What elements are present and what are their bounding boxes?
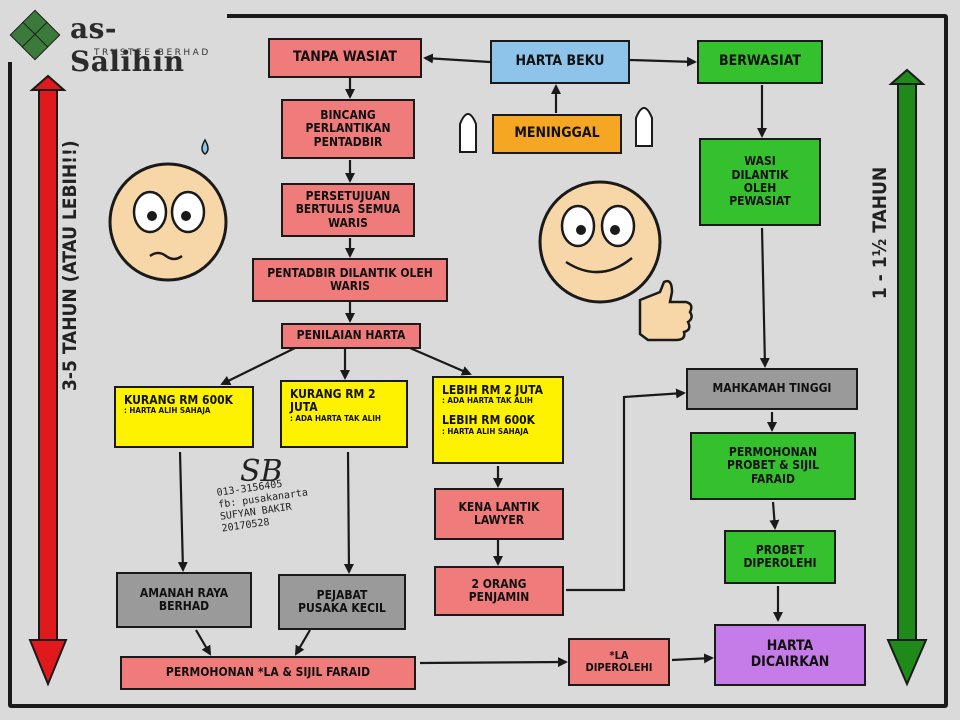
worried-face-icon [108, 138, 228, 282]
right-timeline-label: 1 - 1½ TAHUN [869, 166, 891, 300]
meninggal-box: MENINGGAL [492, 114, 622, 154]
left-timeline-label: 3-5 TAHUN (ATAU LEBIH!!) [59, 140, 81, 391]
arrow-penilaian-to-kat3 [409, 346, 472, 376]
tanpa-wasiat-box: TANPA WASIAT [268, 38, 422, 78]
probet-diperolehi-box: PROBET DIPEROLEHI [724, 530, 836, 584]
kategori-kurang-600k: KURANG RM 600K : HARTA ALIH SAHAJA [114, 386, 254, 448]
signature-mark: SB [240, 454, 283, 489]
arrow-beku-to-tanpa [423, 53, 491, 64]
diagram-frame [8, 14, 948, 708]
brand-name: as-Salihin [70, 12, 185, 78]
brand-subtitle: TRUSTEE BERHAD [94, 48, 211, 58]
left-timeline-arrow [28, 74, 68, 687]
berwasiat-box: BERWASIAT [697, 40, 823, 84]
arrow-permohonan-to-la [419, 657, 568, 668]
dua-orang-penjamin-box: 2 ORANG PENJAMIN [434, 566, 564, 616]
persetujuan-bertulis-box: PERSETUJUAN BERTULIS SEMUA WARIS [281, 183, 415, 237]
kategori-kurang-2juta-note: : ADA HARTA TAK ALIH [290, 413, 381, 423]
kategori-kurang-600k-note: : HARTA ALIH SAHAJA [124, 406, 211, 416]
amanah-raya-box: AMANAH RAYA BERHAD [116, 572, 252, 628]
arrow-penjamin-to-mahkamah [566, 388, 686, 592]
kategori-lebih-600k-title: LEBIH RM 600K [442, 413, 536, 428]
la-diperolehi-box: *LA DIPEROLEHI [568, 638, 670, 686]
wasi-dilantik-box: WASI DILANTIK OLEH PEWASIAT [699, 138, 821, 226]
right-timeline-arrow [886, 68, 928, 687]
happy-face-icon [538, 180, 662, 304]
arrow-amanah-to-permohonan [195, 629, 212, 656]
penilaian-harta-box: PENILAIAN HARTA [281, 323, 421, 349]
arrow-wasi-to-mahkamah [759, 227, 770, 368]
arrow-pusaka-to-permohonan [294, 629, 311, 656]
arrow-penilaian-to-kat1 [220, 347, 296, 385]
kategori-kurang-2juta: KURANG RM 2 JUTA : ADA HARTA TAK ALIH [280, 380, 408, 448]
arrow-permohonan-probet-to-probet [769, 501, 780, 530]
arrow-kat1-to-amanah [177, 451, 188, 572]
kategori-kurang-600k-title: KURANG RM 600K [124, 393, 233, 407]
pentadbir-dilantik-box: PENTADBIR DILANTIK OLEH WARIS [252, 258, 448, 302]
arrow-kat2-to-pusaka [343, 451, 354, 574]
gravestone-right-icon [635, 107, 653, 147]
mahkamah-tinggi-box: MAHKAMAH TINGGI [686, 368, 858, 410]
kategori-lebih-600k-note: : HARTA ALIH SAHAJA [442, 426, 529, 436]
brand-logo: as-Salihin TRUSTEE BERHAD [2, 6, 227, 78]
kategori-lebih-2juta-title: LEBIH RM 2 JUTA [442, 383, 543, 397]
permohonan-la-box: PERMOHONAN *LA & SIJIL FARAID [120, 656, 416, 690]
permohonan-probet-box: PERMOHONAN PROBET & SIJIL FARAID [690, 432, 856, 500]
brand-emblem-icon [9, 9, 61, 61]
kategori-lebih-2juta: LEBIH RM 2 JUTA : ADA HARTA TAK ALIH LEB… [432, 376, 564, 464]
arrow-la-to-dicairkan [671, 653, 714, 664]
bincang-perlantikan-box: BINCANG PERLANTIKAN PENTADBIR [281, 99, 415, 159]
harta-dicairkan-box: HARTA DICAIRKAN [714, 624, 866, 686]
harta-beku-box: HARTA BEKU [490, 40, 630, 84]
pejabat-pusaka-box: PEJABAT PUSAKA KECIL [278, 574, 406, 630]
thumbs-up-icon [638, 279, 693, 342]
kategori-lebih-2juta-note: : ADA HARTA TAK ALIH [442, 396, 533, 406]
arrow-beku-to-berwasiat [629, 56, 697, 67]
gravestone-left-icon [459, 113, 477, 153]
kena-lantik-lawyer-box: KENA LANTIK LAWYER [434, 488, 564, 540]
kategori-kurang-2juta-title: KURANG RM 2 JUTA [290, 387, 376, 415]
